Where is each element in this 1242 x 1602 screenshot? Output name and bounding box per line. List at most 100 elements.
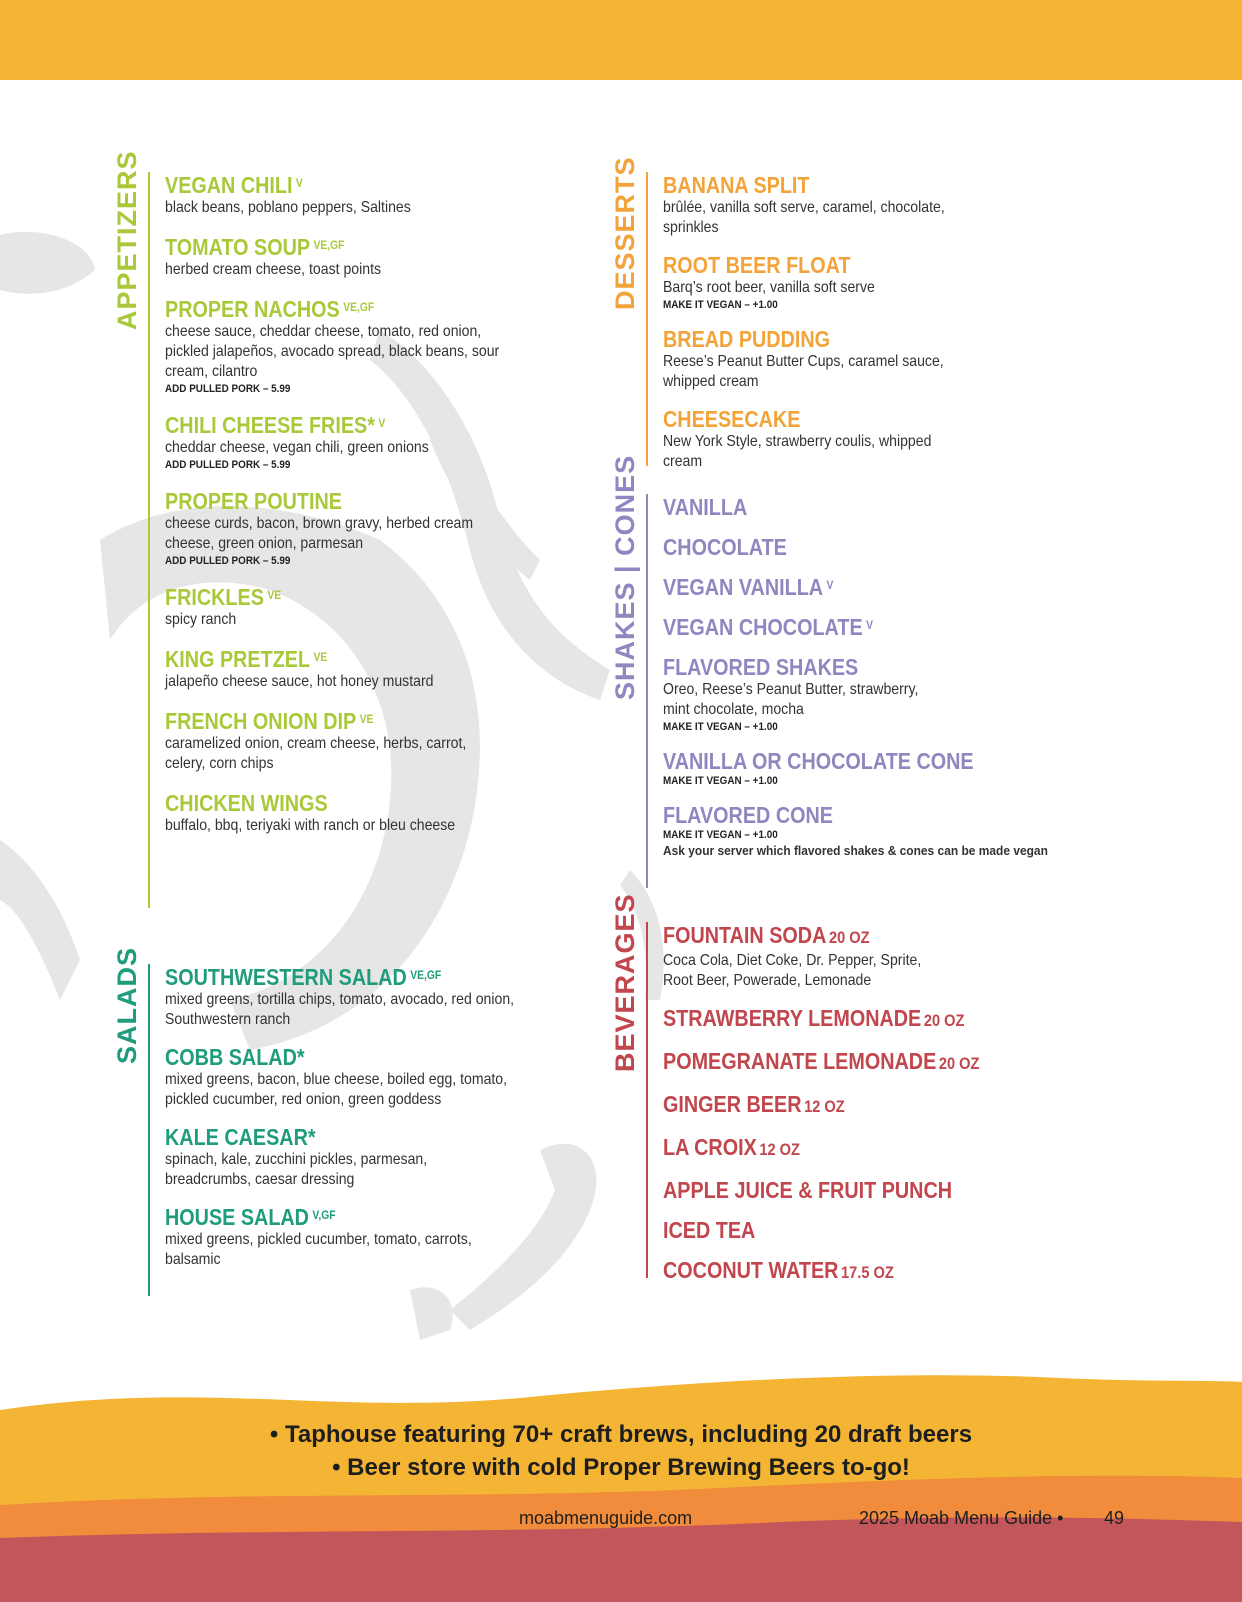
- item-name-text: FLAVORED CONE: [663, 802, 833, 828]
- beverages-item-name: APPLE JUICE & FRUIT PUNCH: [663, 1177, 1024, 1203]
- salads-item-description: mixed greens, pickled cucumber, tomato, …: [165, 1231, 472, 1268]
- dietary-tag: VE: [359, 712, 374, 726]
- item-name-text: PROPER NACHOS: [165, 296, 340, 322]
- item-name-text: FRENCH ONION DIP: [165, 708, 357, 734]
- desserts-item-description: New York Style, strawberry coulis, whipp…: [663, 433, 932, 470]
- item-name-text: STRAWBERRY LEMONADE: [663, 1005, 922, 1031]
- appetizers-item-addon: ADD PULLED PORK – 5.99: [165, 555, 291, 567]
- shakes-item-addon: MAKE IT VEGAN – +1.00: [663, 829, 778, 841]
- appetizers-item-addon: ADD PULLED PORK – 5.99: [165, 459, 291, 471]
- item-name-text: TOMATO SOUP: [165, 234, 311, 260]
- salads-item-name: COBB SALAD*: [165, 1044, 509, 1070]
- salads-label: SALADS: [112, 946, 142, 1064]
- item-name-text: CHILI CHEESE FRIES*: [165, 412, 375, 438]
- shakes-item-name: FLAVORED SHAKES: [663, 654, 1076, 680]
- item-size: 20 OZ: [828, 928, 870, 947]
- footer-highlights: • Taphouse featuring 70+ craft brews, in…: [0, 1418, 1242, 1484]
- footer-page-number: 49: [1104, 1508, 1125, 1528]
- item-name-text: APPLE JUICE & FRUIT PUNCH: [663, 1177, 953, 1203]
- item-name-text: PROPER POUTINE: [165, 488, 342, 514]
- desserts-item-addon: MAKE IT VEGAN – +1.00: [663, 299, 778, 311]
- salads-item: COBB SALAD*mixed greens, bacon, blue che…: [165, 1044, 565, 1110]
- item-name-text: VEGAN VANILLA: [663, 574, 824, 600]
- salads-item-description: mixed greens, tortilla chips, tomato, av…: [165, 991, 515, 1028]
- dietary-tag: V,GF: [312, 1208, 336, 1222]
- appetizers-item-description: jalapeño cheese sauce, hot honey mustard: [165, 673, 434, 690]
- dietary-tag: VE,GF: [313, 238, 345, 252]
- beverages-item: ICED TEA: [663, 1217, 1083, 1243]
- footer-site-link[interactable]: moabmenuguide.com: [519, 1508, 693, 1528]
- item-name-text: FLAVORED SHAKES: [663, 654, 859, 680]
- desserts-item-description: Barq’s root beer, vanilla soft serve: [663, 279, 875, 296]
- appetizers-item-description: herbed cream cheese, toast points: [165, 261, 382, 278]
- appetizers-item-description: cheese sauce, cheddar cheese, tomato, re…: [165, 323, 500, 380]
- item-name-text: ROOT BEER FLOAT: [663, 252, 851, 278]
- item-name-text: POMEGRANATE LEMONADE: [663, 1048, 937, 1074]
- item-name-text: VEGAN CHOCOLATE: [663, 614, 863, 640]
- item-name-text: BREAD PUDDING: [663, 326, 831, 352]
- desserts-label: DESSERTS: [610, 156, 640, 310]
- item-name-text: CHICKEN WINGS: [165, 790, 328, 816]
- desserts-item-name: BREAD PUDDING: [663, 326, 1024, 352]
- item-name-text: VEGAN CHILI: [165, 172, 293, 198]
- appetizers-item-description: caramelized onion, cream cheese, herbs, …: [165, 735, 467, 772]
- shakes-item-name: CHOCOLATE: [663, 534, 1076, 560]
- appetizers-label: APPETIZERS: [112, 150, 142, 330]
- appetizers-item-name: PROPER POUTINE: [165, 488, 509, 514]
- shakes-divider: [646, 494, 648, 888]
- appetizers-item-name: CHICKEN WINGS: [165, 790, 509, 816]
- shakes-item-name: VANILLA OR CHOCOLATE CONE: [663, 748, 1076, 774]
- salads-item: KALE CAESAR*spinach, kale, zucchini pick…: [165, 1124, 565, 1190]
- item-size: 20 OZ: [938, 1054, 980, 1073]
- item-name-text: ICED TEA: [663, 1217, 756, 1243]
- item-size: 17.5 OZ: [841, 1263, 894, 1282]
- salads-item-name: KALE CAESAR*: [165, 1124, 509, 1150]
- salads-divider: [148, 964, 150, 1296]
- shakes-item: VANILLA: [663, 494, 1143, 520]
- item-name-text: KALE CAESAR*: [165, 1124, 316, 1150]
- appetizers-item-name: CHILI CHEESE FRIES*V: [165, 412, 509, 438]
- appetizers-item-description: spicy ranch: [165, 611, 237, 628]
- item-name-text: BANANA SPLIT: [663, 172, 810, 198]
- dietary-tag: V: [826, 578, 834, 592]
- dietary-tag: VE,GF: [343, 300, 375, 314]
- salads-item-description: spinach, kale, zucchini pickles, parmesa…: [165, 1151, 428, 1188]
- desserts-item-name: ROOT BEER FLOAT: [663, 252, 1024, 278]
- appetizers-item-description: cheddar cheese, vegan chili, green onion…: [165, 439, 429, 456]
- item-size: 12 OZ: [804, 1097, 845, 1116]
- shakes-item-name: VANILLA: [663, 494, 1076, 520]
- dietary-tag: V: [295, 176, 303, 190]
